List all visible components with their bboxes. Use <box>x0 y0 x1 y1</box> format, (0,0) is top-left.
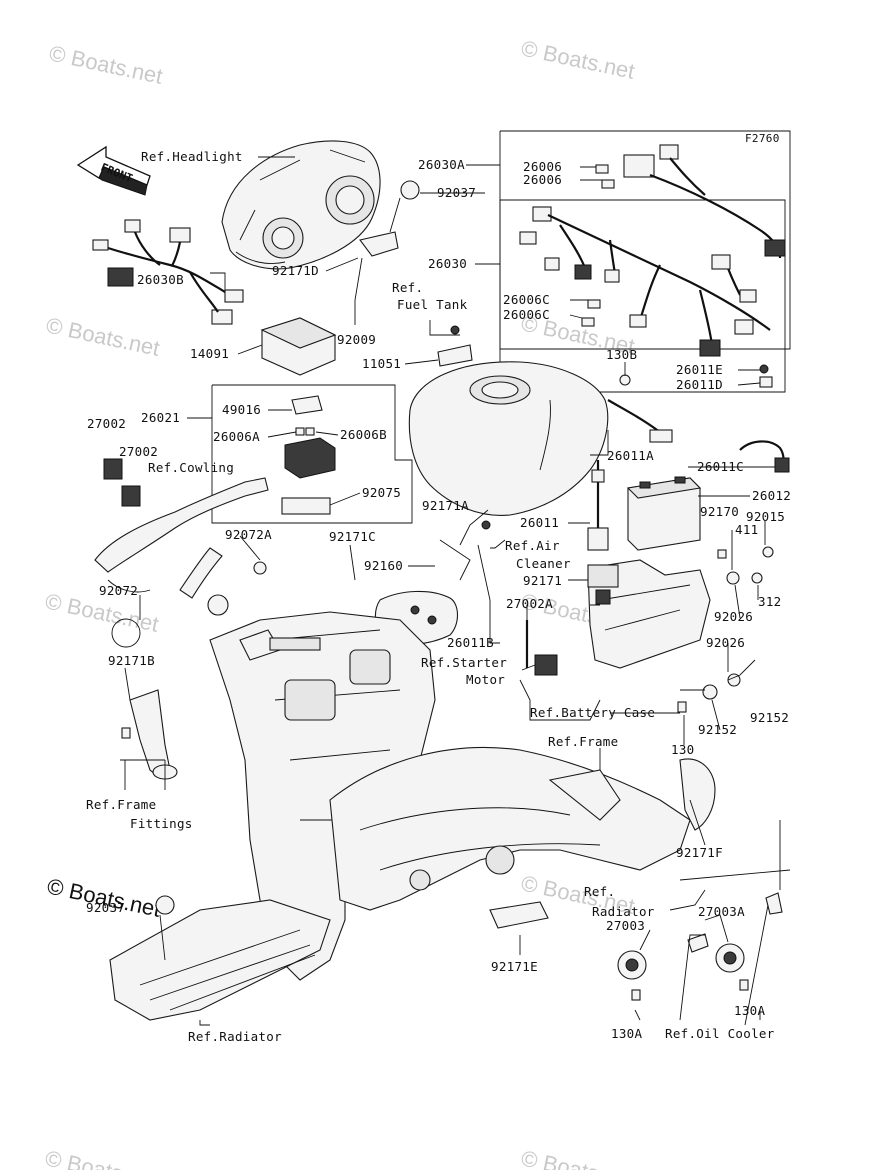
label-27002-b: 27002 <box>119 444 158 459</box>
label-26021: 26021 <box>141 410 180 425</box>
label-26011d: 26011D <box>676 377 723 392</box>
label-26006b: 26006B <box>340 427 387 442</box>
label-92026-a: 92026 <box>714 609 753 624</box>
label-27003: 27003 <box>606 918 645 933</box>
label-92026-b: 92026 <box>706 635 745 650</box>
watermark: © Boats.net <box>44 312 162 360</box>
ecu-icon <box>260 317 337 515</box>
label-26011b: 26011B <box>447 635 494 650</box>
label-130b: 130B <box>606 347 637 362</box>
label-ref-frame: Ref.Frame <box>548 734 618 749</box>
label-ref-starter-2: Motor <box>466 672 505 687</box>
front-arrow-icon: FRONT <box>76 145 151 196</box>
label-ref-cowling: Ref.Cowling <box>148 460 234 475</box>
label-ref-fuel-tank-1: Ref. <box>392 280 423 295</box>
label-92015: 92015 <box>746 509 785 524</box>
main-frame-icon <box>209 611 716 981</box>
leader-lines <box>120 156 775 1026</box>
relay-icon <box>103 458 141 507</box>
label-26011a: 26011A <box>607 448 654 463</box>
label-ref-radiator: Ref.Radiator <box>188 1029 282 1044</box>
label-26006c-a: 26006C <box>503 292 550 307</box>
washer-icon <box>677 546 774 713</box>
label-26030: 26030 <box>428 256 467 271</box>
label-26006-a: 26006 <box>523 159 562 174</box>
label-26030a: 26030A <box>418 157 465 172</box>
label-ref-oil-cooler: Ref.Oil Cooler <box>665 1026 775 1041</box>
label-92072a: 92072A <box>225 527 272 542</box>
watermark: © Boats.net <box>43 1145 161 1170</box>
label-92171b: 92171B <box>108 653 155 668</box>
label-27002a: 27002A <box>506 596 553 611</box>
label-26030b: 26030B <box>137 272 184 287</box>
label-92152-a: 92152 <box>750 710 789 725</box>
label-ref-battery-case: Ref.Battery Case <box>530 705 655 720</box>
main-harness-26030a-icon <box>595 144 786 259</box>
label-130a-a: 130A <box>611 1026 642 1041</box>
label-ref-frame-fittings-1: Ref.Frame <box>86 797 156 812</box>
cowling-stay-icon <box>94 477 269 780</box>
fuel-tank-icon <box>408 325 609 516</box>
label-26011: 26011 <box>520 515 559 530</box>
label-ref-fuel-tank-2: Fuel Tank <box>397 297 468 312</box>
bracket-icon <box>359 180 420 257</box>
starter-relay-icon <box>525 620 558 676</box>
label-92009: 92009 <box>337 332 376 347</box>
sub-harness-26030b-icon <box>92 219 244 325</box>
watermark: © Boats.net <box>519 35 637 83</box>
label-92171: 92171 <box>523 573 562 588</box>
label-27003a: 27003A <box>698 904 745 919</box>
label-92160: 92160 <box>364 558 403 573</box>
label-312: 312 <box>758 594 781 609</box>
label-130a-b: 130A <box>734 1003 765 1018</box>
horn-icon <box>617 820 791 1001</box>
label-26012: 26012 <box>752 488 791 503</box>
figure-code: F2760 <box>745 132 780 145</box>
main-harness-26030-icon <box>519 206 773 388</box>
label-130: 130 <box>671 742 694 757</box>
label-92171a: 92171A <box>422 498 469 513</box>
label-ref-air-cleaner-2: Cleaner <box>516 556 571 571</box>
label-ref-radiator-r-2: Radiator <box>592 904 655 919</box>
label-ref-starter-1: Ref.Starter <box>421 655 507 670</box>
label-26011e: 26011E <box>676 362 723 377</box>
label-27002-a: 27002 <box>87 416 126 431</box>
battery-cable-icon <box>587 374 790 551</box>
part-labels: Ref.Headlight 26030A 26006 26006 92037 2… <box>86 149 791 1044</box>
battery-icon <box>626 476 702 551</box>
label-92171d: 92171D <box>272 263 319 278</box>
label-26006a: 26006A <box>213 429 260 444</box>
label-92171e: 92171E <box>491 959 538 974</box>
radiator-shroud-icon <box>109 895 549 1021</box>
battery-case-icon <box>587 559 711 669</box>
label-ref-frame-fittings-2: Fittings <box>130 816 193 831</box>
label-92152-b: 92152 <box>698 722 737 737</box>
watermark: © Boats.net <box>47 40 165 88</box>
label-92171c: 92171C <box>329 529 376 544</box>
label-ref-headlight: Ref.Headlight <box>141 149 243 164</box>
harness-box-lower <box>499 199 786 393</box>
label-92072: 92072 <box>99 583 138 598</box>
label-92171f: 92171F <box>676 845 723 860</box>
label-92037-b: 92037 <box>86 900 125 915</box>
label-92037: 92037 <box>437 185 476 200</box>
label-26006c-b: 26006C <box>503 307 550 322</box>
label-26006-b: 26006 <box>523 172 562 187</box>
label-11051: 11051 <box>362 356 401 371</box>
label-92170: 92170 <box>700 504 739 519</box>
label-26011c: 26011C <box>697 459 744 474</box>
watermark: © Boats.net <box>519 1145 637 1170</box>
label-14091: 14091 <box>190 346 229 361</box>
label-ref-radiator-r-1: Ref. <box>584 884 615 899</box>
label-92075: 92075 <box>362 485 401 500</box>
label-ref-air-cleaner-1: Ref.Air <box>505 538 560 553</box>
label-49016: 49016 <box>222 402 261 417</box>
ecu-group-box <box>211 384 413 524</box>
headlight-icon <box>221 140 381 270</box>
label-411: 411 <box>735 522 758 537</box>
